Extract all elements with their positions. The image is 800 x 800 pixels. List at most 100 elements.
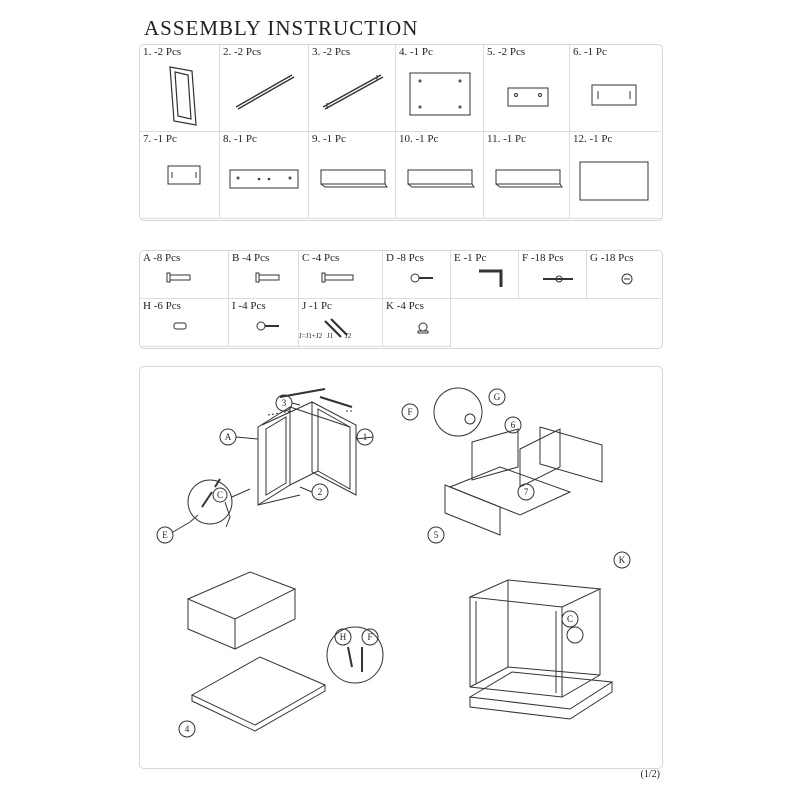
bolt-icon: [255, 272, 280, 283]
screw-icon: [256, 321, 279, 331]
long-board-part-icon: [229, 169, 299, 189]
cam-lock-icon: [621, 273, 633, 285]
hardware-cell: D -8 Pcs: [383, 251, 451, 299]
slide-part-label: J1: [327, 332, 334, 340]
callout-c: C: [217, 490, 223, 500]
page-title: ASSEMBLY INSTRUCTION: [144, 16, 419, 40]
shelf-board-part-icon: [495, 169, 563, 188]
hardware-cell: B -4 Pcs: [229, 251, 299, 299]
side-frame-part-icon: [169, 66, 197, 126]
callout-7: 7: [524, 487, 529, 497]
callout-k: K: [619, 555, 626, 565]
hardware-cell: F -18 Pcs: [519, 251, 587, 299]
callout-5: 5: [434, 530, 439, 540]
step2-drawer: [401, 387, 603, 544]
parts-panel: [139, 44, 663, 221]
hardware-label: I -4 Pcs: [232, 300, 266, 312]
hardware-grid: A -8 Pcs B -4 Pcs C -4 Pcs D -8 Pcs E -1 Pc F…: [140, 251, 661, 347]
assembly-diagram-panel: A 1 2 3 C E F G 6 7 5 H F 4 K C: [139, 366, 663, 769]
part-cell: 7. -1 Pc: [140, 132, 220, 219]
slide-caption: J=J1+J2: [299, 332, 323, 340]
callout-2: 2: [318, 487, 323, 497]
part-label: 4. -1 Pc: [399, 46, 433, 58]
hardware-cell: K -4 Pcs: [383, 299, 451, 347]
hardware-cell: G -18 Pcs: [587, 251, 661, 299]
hardware-panel: [139, 250, 663, 349]
part-cell: 9. -1 Pc: [309, 132, 396, 219]
part-label: 6. -1 Pc: [573, 46, 607, 58]
long-bolt-icon: [321, 272, 354, 283]
part-cell: 1. -2 Pcs: [140, 45, 220, 132]
top-panel-part-icon: [409, 72, 471, 116]
hardware-label: K -4 Pcs: [386, 300, 424, 312]
part-label: 5. -2 Pcs: [487, 46, 526, 58]
shelf-board-part-icon: [407, 169, 475, 188]
part-label: 8. -1 Pc: [223, 133, 257, 145]
drawer-slide-icon: [324, 318, 348, 338]
hardware-cell: I -4 Pcs: [229, 299, 299, 347]
callout-h: H: [340, 632, 347, 642]
part-cell: 11. -1 Pc: [484, 132, 570, 219]
small-panel-part-icon: [507, 87, 549, 107]
long-rail-part-icon: [235, 74, 295, 110]
hardware-label: B -4 Pcs: [232, 252, 270, 264]
hardware-cell: H -6 Pcs: [140, 299, 229, 347]
slide-part-label: J2: [345, 332, 352, 340]
hardware-label: E -1 Pc: [454, 252, 487, 264]
hardware-label: D -8 Pcs: [386, 252, 424, 264]
part-label: 7. -1 Pc: [143, 133, 177, 145]
hardware-cell: A -8 Pcs: [140, 251, 229, 299]
callout-e: E: [162, 530, 168, 540]
rail-with-holes-part-icon: [322, 74, 384, 110]
part-cell: 8. -1 Pc: [220, 132, 309, 219]
drawer-front-inner-part-icon: [167, 165, 201, 185]
part-cell: 6. -1 Pc: [570, 45, 661, 132]
parts-grid: 1. -2 Pcs 2. -2 Pcs 3. -2 Pcs 4. -1 Pc 5. -2…: [140, 45, 661, 219]
callout-1: 1: [363, 432, 368, 442]
screw-icon: [410, 273, 433, 283]
part-cell: 3. -2 Pcs: [309, 45, 396, 132]
part-label: 1. -2 Pcs: [143, 46, 182, 58]
callout-6: 6: [511, 420, 516, 430]
part-label: 9. -1 Pc: [312, 133, 346, 145]
dowel-icon: [173, 322, 187, 330]
hardware-cell: C -4 Pcs: [299, 251, 383, 299]
callout-f-2: F: [367, 632, 372, 642]
part-label: 2. -2 Pcs: [223, 46, 262, 58]
callout-f: F: [407, 407, 412, 417]
bottom-panel-part-icon: [579, 161, 649, 201]
part-cell: 5. -2 Pcs: [484, 45, 570, 132]
part-label: 11. -1 Pc: [487, 133, 527, 145]
part-label: 3. -2 Pcs: [312, 46, 351, 58]
shelf-board-part-icon: [320, 169, 388, 188]
cam-bolt-icon: [543, 275, 573, 283]
hardware-label: H -6 Pcs: [143, 300, 181, 312]
callout-3: 3: [282, 398, 287, 408]
part-cell: 12. -1 Pc: [570, 132, 661, 219]
step3-top: [178, 571, 384, 738]
hardware-label: J -1 Pc: [302, 300, 332, 312]
hardware-cell: J -1 Pc J=J1+J2 J1 J2: [299, 299, 383, 347]
step1-frame: [156, 388, 374, 544]
hardware-cell: E -1 Pc: [451, 251, 519, 299]
hardware-label: A -8 Pcs: [143, 252, 181, 264]
drawer-back-part-icon: [591, 84, 637, 106]
hardware-label: F -18 Pcs: [522, 252, 564, 264]
page-number: (1/2): [640, 769, 660, 780]
part-label: 10. -1 Pc: [399, 133, 439, 145]
step4-assembled: [468, 551, 631, 720]
hardware-label: C -4 Pcs: [302, 252, 340, 264]
part-label: 12. -1 Pc: [573, 133, 613, 145]
part-cell: 10. -1 Pc: [396, 132, 484, 219]
bolt-icon: [166, 272, 191, 283]
part-cell: 4. -1 Pc: [396, 45, 484, 132]
allen-key-icon: [479, 269, 503, 287]
part-cell: 2. -2 Pcs: [220, 45, 309, 132]
foot-glide-icon: [417, 322, 429, 334]
callout-g: G: [494, 392, 501, 402]
assembly-diagram: A 1 2 3 C E F G 6 7 5 H F 4 K C: [156, 387, 631, 738]
hardware-label: G -18 Pcs: [590, 252, 634, 264]
callout-a: A: [225, 432, 232, 442]
callout-c-2: C: [567, 614, 573, 624]
callout-4: 4: [185, 724, 190, 734]
